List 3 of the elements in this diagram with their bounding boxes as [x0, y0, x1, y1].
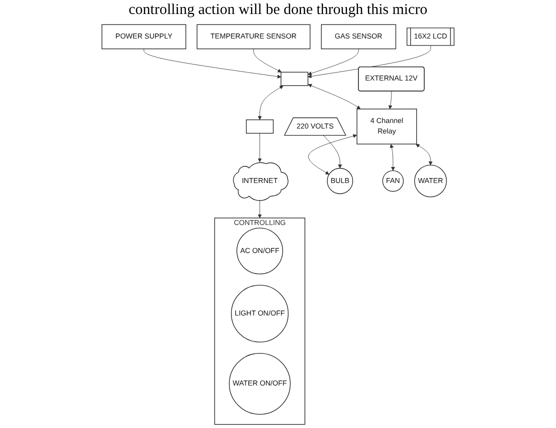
note-text: controlling action will be done through this micro	[128, 2, 428, 19]
node-box	[246, 119, 274, 134]
node-box	[280, 72, 308, 86]
